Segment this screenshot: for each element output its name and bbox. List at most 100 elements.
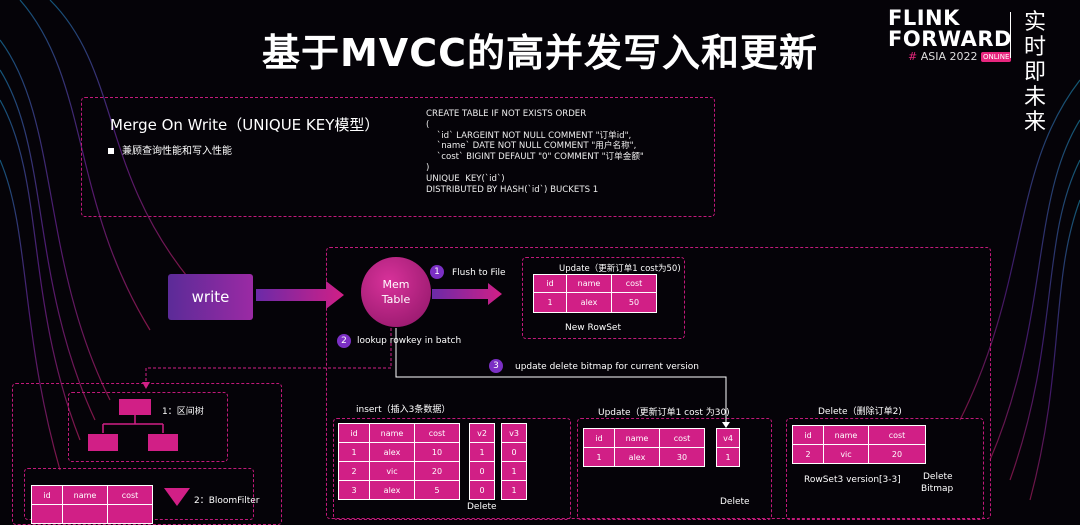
- table-row: 2 vic 20: [338, 461, 460, 481]
- table-header-row: id name cost: [338, 423, 460, 443]
- cell-name: vic: [823, 444, 869, 464]
- table-row: 3 alex 5: [338, 480, 460, 500]
- delete-bitmap-caption-1: Delete: [923, 472, 953, 482]
- merge-on-write-title: Merge On Write（UNIQUE KEY模型）: [110, 116, 380, 134]
- v2-bitmap-column: v2 1 0 0: [469, 423, 495, 500]
- v4-bitmap-column: v4 1: [716, 428, 740, 467]
- rowset3-caption: RowSet3 version[3-3]: [804, 475, 901, 485]
- v3-value: 0: [501, 442, 527, 462]
- flink-forward-logo: FLINK FORWARD: [888, 8, 1012, 50]
- cell-name: alex: [369, 480, 415, 500]
- col-header-id: id: [533, 274, 567, 293]
- table-row: 1 alex 50: [533, 292, 657, 313]
- step1-label: Flush to File: [452, 268, 506, 278]
- table-row: 2 vic 20: [792, 444, 926, 464]
- delete-rowset-table: id name cost 2 vic 20: [792, 425, 926, 464]
- col-header-cost: cost: [107, 485, 153, 505]
- interval-tree-box: [68, 392, 228, 462]
- table-row: [31, 504, 153, 524]
- update30-delete-caption: Delete: [720, 497, 750, 507]
- col-header-id: id: [792, 425, 824, 445]
- new-rowset-caption: New RowSet: [565, 323, 621, 333]
- cell-id: 1: [583, 447, 615, 467]
- col-header-id: id: [338, 423, 370, 443]
- step1-badge: 1: [430, 265, 444, 279]
- cell-name: vic: [369, 461, 415, 481]
- insert-delete-caption: Delete: [467, 502, 497, 512]
- v2-value: 1: [469, 442, 495, 462]
- memtable-line2: Table: [381, 293, 411, 306]
- cell-id: 3: [338, 480, 370, 500]
- cell-cost: 50: [611, 292, 657, 313]
- update-new-title: Update（更新订单1 cost为50): [559, 264, 681, 274]
- step3-label: update delete bitmap for current version: [515, 362, 699, 372]
- bullet-square-icon: [108, 148, 114, 154]
- table-row: 1 alex 30: [583, 447, 705, 467]
- cell-cost: 5: [414, 480, 460, 500]
- col-header-id: id: [31, 485, 63, 505]
- bullet-text: 兼顾查询性能和写入性能: [122, 146, 232, 157]
- logo-online-badge: ONLINE: [981, 52, 1012, 62]
- col-header-name: name: [823, 425, 869, 445]
- cell-name: alex: [369, 442, 415, 462]
- delete-title: Delete（删除订单2): [818, 407, 902, 417]
- logo-divider: [1010, 12, 1011, 58]
- logo-chinese-slogan: 实时即未来: [1024, 10, 1047, 135]
- table-header-row: id name cost: [583, 428, 705, 448]
- cell-cost: 20: [414, 461, 460, 481]
- logo-hash: #: [908, 50, 918, 63]
- logo-line-forward: FORWARD: [888, 27, 1012, 51]
- cell-name: alex: [566, 292, 612, 313]
- memtable-line1: Mem: [382, 278, 410, 291]
- col-header-cost: cost: [414, 423, 460, 443]
- insert-rowset-table: id name cost 1 alex 10 2 vic 20 3 alex 5: [338, 423, 460, 500]
- v3-bitmap-column: v3 0 1 1: [501, 423, 527, 500]
- update30-title: Update（更新订单1 cost 为30): [598, 408, 730, 418]
- lookup-table: id name cost: [31, 485, 153, 524]
- col-header-id: id: [583, 428, 615, 448]
- cell-id: 1: [338, 442, 370, 462]
- cell-empty: [62, 504, 108, 524]
- create-table-sql: CREATE TABLE IF NOT EXISTS ORDER ( `id` …: [426, 109, 644, 195]
- table-header-row: id name cost: [31, 485, 153, 505]
- step2-badge: 2: [337, 334, 351, 348]
- new-rowset-table: id name cost 1 alex 50: [533, 274, 657, 313]
- cell-cost: 10: [414, 442, 460, 462]
- insert-title: insert（插入3条数据）: [356, 405, 451, 415]
- step3-badge: 3: [489, 359, 503, 373]
- v4-header: v4: [716, 428, 740, 448]
- col-header-cost: cost: [611, 274, 657, 293]
- col-header-cost: cost: [868, 425, 926, 445]
- col-header-name: name: [369, 423, 415, 443]
- cell-empty: [107, 504, 153, 524]
- col-header-name: name: [614, 428, 660, 448]
- write-button: write: [168, 274, 253, 320]
- cell-cost: 20: [868, 444, 926, 464]
- cell-empty: [31, 504, 63, 524]
- v3-value: 1: [501, 480, 527, 500]
- merge-on-write-bullet: 兼顾查询性能和写入性能: [108, 142, 232, 157]
- col-header-cost: cost: [659, 428, 705, 448]
- page-title: 基于MVCC的高并发写入和更新: [261, 31, 818, 75]
- interval-tree-label: 1：区间树: [162, 407, 204, 417]
- col-header-name: name: [566, 274, 612, 293]
- logo-event-line: # ASIA 2022 ONLINE: [908, 50, 1012, 63]
- bloomfilter-label: 2：BloomFilter: [194, 496, 260, 506]
- cell-name: alex: [614, 447, 660, 467]
- update30-rowset-table: id name cost 1 alex 30: [583, 428, 705, 467]
- cell-cost: 30: [659, 447, 705, 467]
- v2-value: 0: [469, 461, 495, 481]
- v3-header: v3: [501, 423, 527, 443]
- logo-line-flink: FLINK: [888, 6, 960, 30]
- cell-id: 2: [338, 461, 370, 481]
- delete-bitmap-caption-2: Bitmap: [921, 484, 954, 494]
- col-header-name: name: [62, 485, 108, 505]
- v4-value: 1: [716, 447, 740, 467]
- table-header-row: id name cost: [792, 425, 926, 445]
- cell-id: 2: [792, 444, 824, 464]
- cell-id: 1: [533, 292, 567, 313]
- background-waves: [0, 0, 1080, 501]
- v3-value: 1: [501, 461, 527, 481]
- step2-label: lookup rowkey in batch: [357, 336, 462, 346]
